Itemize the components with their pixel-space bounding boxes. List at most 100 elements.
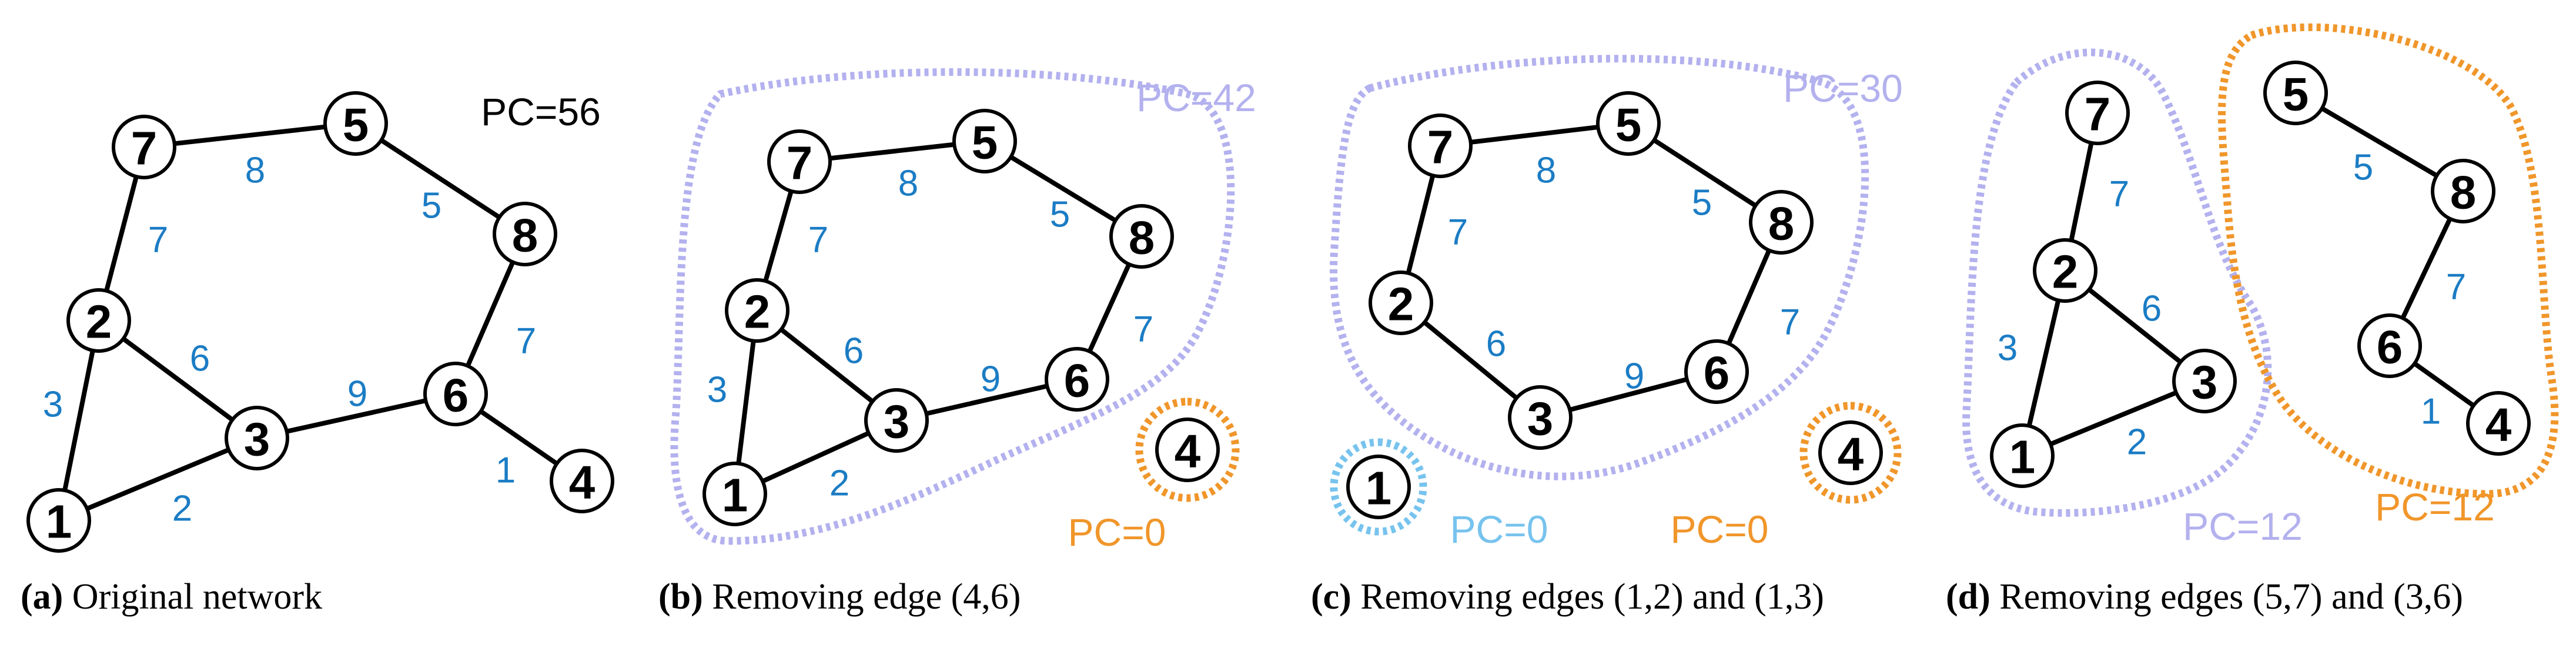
panel-d-edge-weight-5-8: 5 xyxy=(2353,148,2373,188)
panel-b-pc-label-1: PC=42 xyxy=(1136,76,1256,119)
panel-a-node-label-2: 2 xyxy=(86,296,112,348)
panel-a-node-label-3: 3 xyxy=(244,413,270,466)
panel-d-pc-label-2: PC=12 xyxy=(2375,485,2495,529)
panel-b-node-label-3: 3 xyxy=(884,396,910,448)
panel-d-node-8 xyxy=(2431,159,2495,223)
panel-c-node-label-1: 1 xyxy=(1366,462,1392,515)
panel-b-node-3 xyxy=(864,388,929,453)
panel-b-node-label-5: 5 xyxy=(972,116,998,169)
panel-c-node-3 xyxy=(1508,385,1573,450)
panel-b-component-outline-1 xyxy=(670,68,1235,545)
panel-b-node-label-1: 1 xyxy=(722,469,748,522)
panel-c-edge-weight-7-2: 7 xyxy=(1448,212,1468,253)
panel-a-node-3 xyxy=(225,406,289,470)
panel-d-edge-weight-6-4: 1 xyxy=(2421,392,2441,432)
panel-a-edge-weight-6-4: 1 xyxy=(496,450,516,491)
panel-d-edge-weight-8-6: 7 xyxy=(2446,267,2466,308)
panel-b-node-label-2: 2 xyxy=(744,286,771,338)
panel-b-edge-weight-3-6: 9 xyxy=(981,359,1001,400)
panel-a-pc-label-1: PC=56 xyxy=(481,90,601,133)
panel-b-node-label-7: 7 xyxy=(787,137,813,189)
panel-d-node-6 xyxy=(2357,313,2422,378)
panel-b-edge-weight-1-3: 2 xyxy=(829,463,849,504)
panel-c-node-8 xyxy=(1749,190,1814,255)
panel-c-node-1 xyxy=(1346,455,1411,519)
panel-c-node-4 xyxy=(1818,420,1883,485)
panel-a-node-label-5: 5 xyxy=(343,99,369,151)
panel-a-caption-letter: (a) xyxy=(21,577,63,617)
panel-d-node-1 xyxy=(1990,423,2055,488)
panel-a-caption-text: Original network xyxy=(63,577,322,617)
panel-a-node-7 xyxy=(112,115,176,179)
panel-b-edge-weight-5-8: 5 xyxy=(1050,195,1070,235)
panel-c-component-outline-2 xyxy=(1330,438,1427,536)
panel-c-component-outline-3 xyxy=(1799,402,1902,504)
panel-b-node-4 xyxy=(1155,417,1220,482)
panel-c-pc-label-1: PC=30 xyxy=(1783,66,1903,110)
panel-b-node-5 xyxy=(952,109,1017,173)
panel-a-edge-weight-1-3: 2 xyxy=(172,489,192,529)
panel-c-node-label-6: 6 xyxy=(1704,347,1730,399)
panel-d-caption: (d) Removing edges (5,7) and (3,6) xyxy=(1946,577,2463,617)
panel-c-node-7 xyxy=(1408,113,1473,178)
panel-a-edge-2-3 xyxy=(96,318,259,440)
panel-c-node-5 xyxy=(1596,91,1661,156)
panel-d-edge-weight-2-1: 3 xyxy=(1998,328,2018,369)
panel-a-edge-2-1 xyxy=(56,318,101,523)
panel-a-edge-weight-3-6: 9 xyxy=(347,374,367,415)
panel-b-caption: (b) Removing edge (4,6) xyxy=(658,577,1021,617)
panel-b-node-label-6: 6 xyxy=(1064,355,1090,407)
panel-b-caption-letter: (b) xyxy=(658,577,703,617)
component-outlines xyxy=(670,23,2559,545)
panel-c-node-label-7: 7 xyxy=(1427,121,1454,173)
panel-d-caption-text: Removing edges (5,7) and (3,6) xyxy=(1990,577,2463,617)
panel-b-caption-text: Removing edge (4,6) xyxy=(703,577,1021,617)
panel-b-node-6 xyxy=(1045,347,1109,412)
panel-c-edge-weight-3-6: 9 xyxy=(1624,356,1644,397)
panel-c-caption-text: Removing edges (1,2) and (1,3) xyxy=(1351,577,1824,617)
panel-d-node-5 xyxy=(2263,61,2328,125)
panel-a-node-label-8: 8 xyxy=(512,209,538,262)
panel-a-node-4 xyxy=(550,449,614,513)
panel-b-node-label-8: 8 xyxy=(1129,212,1155,264)
panel-c-edge-weight-2-3: 6 xyxy=(1486,324,1506,365)
panel-a-edge-7-5 xyxy=(142,121,358,149)
panel-d-pc-label-1: PC=12 xyxy=(2183,505,2303,548)
panel-d-node-label-5: 5 xyxy=(2283,68,2309,121)
panel-d-node-4 xyxy=(2466,391,2531,456)
panel-b-edge-weight-7-5: 8 xyxy=(898,163,918,204)
panel-a-node-5 xyxy=(323,91,388,156)
panel-d-edge-5-8 xyxy=(2293,91,2465,193)
panel-a-node-2 xyxy=(66,288,131,353)
panel-d-edge-weight-7-2: 7 xyxy=(2109,174,2129,215)
panel-b-node-label-4: 4 xyxy=(1175,425,1201,477)
panel-a-node-8 xyxy=(493,202,557,266)
panel-a-node-label-4: 4 xyxy=(569,456,596,509)
panel-c-node-label-5: 5 xyxy=(1615,99,1642,151)
panel-b-edge-weight-2-1: 3 xyxy=(707,370,727,410)
panel-a-edge-5-8 xyxy=(353,121,527,236)
panel-c-edge-weight-7-5: 8 xyxy=(1536,151,1556,191)
panel-a-node-1 xyxy=(26,488,91,553)
panel-a-edge-weight-2-3: 6 xyxy=(190,339,210,379)
panel-d-edge-weight-1-3: 2 xyxy=(2127,422,2147,463)
panel-d-component-outline-1 xyxy=(1962,48,2272,517)
panel-c-caption-letter: (c) xyxy=(1311,577,1351,617)
panel-b-node-1 xyxy=(702,462,767,526)
panel-d-node-label-2: 2 xyxy=(2052,246,2079,298)
panel-c-pc-label-2: PC=0 xyxy=(1450,507,1548,551)
panel-c-caption: (c) Removing edges (1,2) and (1,3) xyxy=(1311,577,1824,617)
panel-b-node-8 xyxy=(1109,204,1174,269)
panel-c-node-2 xyxy=(1369,270,1433,335)
panel-d-node-label-3: 3 xyxy=(2192,356,2218,409)
panel-a-edge-1-3 xyxy=(56,436,259,523)
panel-c-node-label-8: 8 xyxy=(1768,198,1795,250)
panel-a-edge-3-6 xyxy=(255,392,458,440)
panel-d-node-7 xyxy=(2065,81,2130,145)
panel-d-caption-letter: (d) xyxy=(1946,577,1990,617)
panel-a-edge-weight-5-8: 5 xyxy=(421,186,441,226)
panel-b-node-2 xyxy=(725,278,789,343)
